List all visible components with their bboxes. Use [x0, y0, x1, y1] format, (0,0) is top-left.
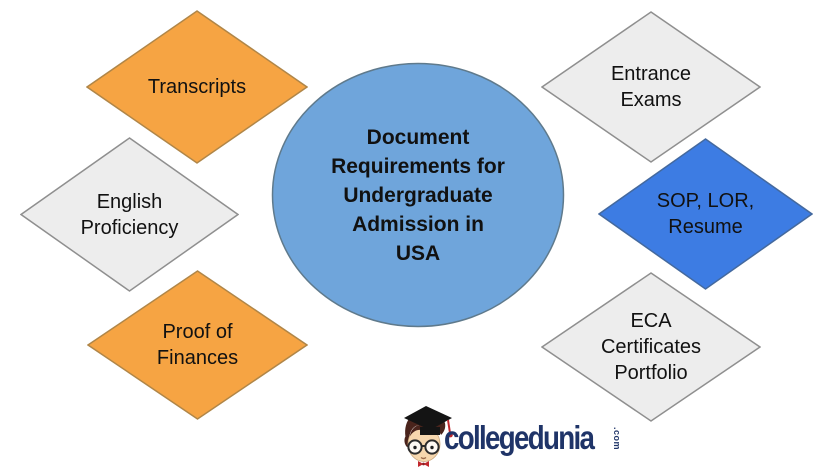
node-transcripts: Transcripts: [86, 10, 308, 164]
node-eca-certificates-portfolio: ECA Certificates Portfolio: [541, 272, 761, 422]
node-proof-of-finances: Proof of Finances: [87, 270, 308, 420]
diamond-shape: [598, 138, 813, 290]
diamond-shape: [541, 272, 761, 422]
diagram-title: Document Requirements for Undergraduate …: [331, 125, 505, 265]
node-entrance-exams: Entrance Exams: [541, 11, 761, 163]
collegedunia-logo: collegedunia .com: [398, 404, 634, 468]
diamond-shape: [87, 270, 308, 420]
node-label: English Proficiency: [80, 190, 179, 239]
node-label: Transcripts: [147, 76, 247, 98]
ellipse-shape: [271, 62, 565, 328]
diamond-shape: [20, 137, 239, 292]
diamond-shape: [86, 10, 308, 164]
collegedunia-tld-text: .com: [612, 427, 622, 451]
student-graduate-mascot-icon: [404, 406, 453, 467]
center-node-title: Document Requirements for Undergraduate …: [271, 62, 565, 328]
node-english-proficiency: English Proficiency: [20, 137, 239, 292]
node-label: Proof of Finances: [156, 321, 239, 369]
diamond-shape: [541, 11, 761, 163]
node-label: SOP, LOR, Resume: [656, 190, 755, 238]
node-label: ECA Certificates Portfolio: [600, 310, 702, 384]
collegedunia-brand-text: collegedunia: [444, 419, 595, 456]
node-label: Entrance Exams: [610, 63, 692, 111]
node-sop-lor-resume: SOP, LOR, Resume: [598, 138, 813, 290]
